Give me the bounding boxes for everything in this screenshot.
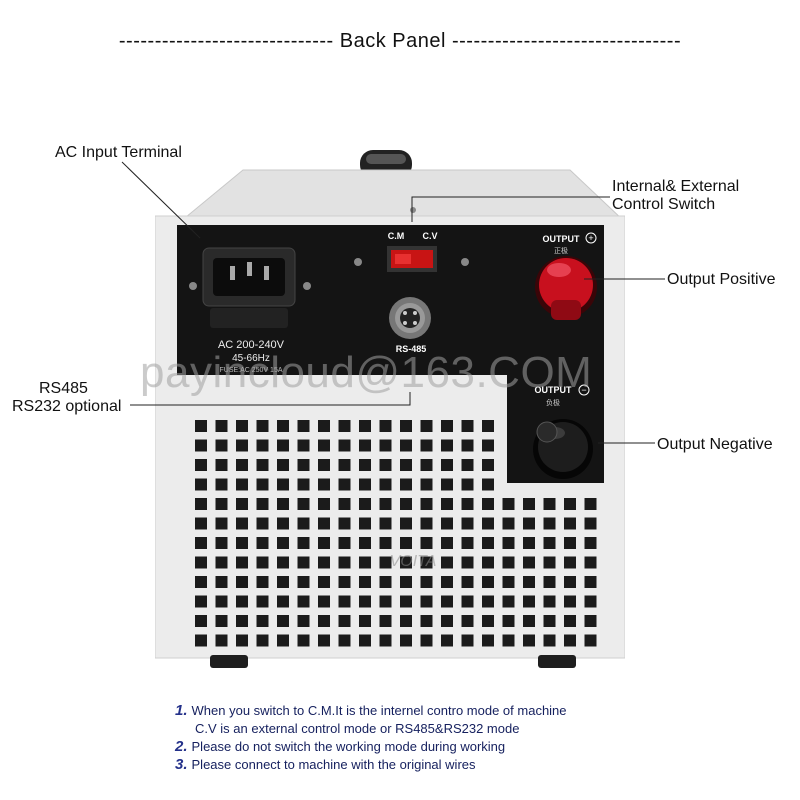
- cv-label: C.V: [422, 231, 437, 241]
- note-item: 2.Please do not switch the working mode …: [175, 738, 506, 755]
- page-title: ------------------------------ Back Pane…: [118, 30, 682, 52]
- ac-frequency-text: 45-66Hz: [232, 353, 270, 364]
- left-foot: [210, 655, 248, 668]
- power-supply-back-panel: AC 200-240V 45-66Hz FUSE:AC 250V 15A C.M…: [155, 150, 625, 670]
- ac-rating-text: AC 200-240V: [218, 339, 285, 351]
- callout-output-positive: Output Positive: [667, 271, 776, 288]
- callout-rs485-line1: RS485: [39, 380, 88, 397]
- brand-label: VOITA: [390, 553, 437, 570]
- ac-input-socket: [202, 247, 296, 328]
- output-negative-terminal[interactable]: [533, 419, 593, 479]
- output-positive-label: OUTPUT: [543, 234, 581, 244]
- note-item: 3.Please connect to machine with the ori…: [175, 756, 476, 773]
- note-item: C.V is an external control mode or RS485…: [195, 721, 520, 736]
- output-negative-label: OUTPUT: [535, 385, 573, 395]
- callout-ac-input: AC Input Terminal: [55, 144, 182, 161]
- callout-switch-line1: Internal& External: [612, 178, 740, 195]
- negative-sub-label: 负极: [546, 398, 560, 407]
- mode-switch[interactable]: [387, 246, 437, 272]
- watermark: payincloud@163.COM: [140, 348, 593, 397]
- callout-rs485-line2: RS232 optional: [12, 398, 122, 415]
- rs485-connector: [389, 297, 431, 339]
- rs485-label: RS-485: [396, 344, 427, 354]
- callout-output-negative: Output Negative: [657, 436, 773, 453]
- fuse-text: FUSE:AC 250V 15A: [219, 367, 282, 374]
- right-foot: [538, 655, 576, 668]
- callout-switch-line2: Control Switch: [612, 196, 716, 213]
- svg-text:−: −: [581, 385, 586, 395]
- note-item: 1.When you switch to C.M.It is the inter…: [175, 702, 567, 719]
- cm-label: C.M: [388, 231, 405, 241]
- positive-sub-label: 正极: [554, 246, 568, 255]
- svg-text:+: +: [588, 233, 593, 243]
- notes-list: 1.When you switch to C.M.It is the inter…: [175, 702, 567, 774]
- vent-grid: [195, 420, 597, 647]
- output-positive-terminal[interactable]: [535, 256, 597, 320]
